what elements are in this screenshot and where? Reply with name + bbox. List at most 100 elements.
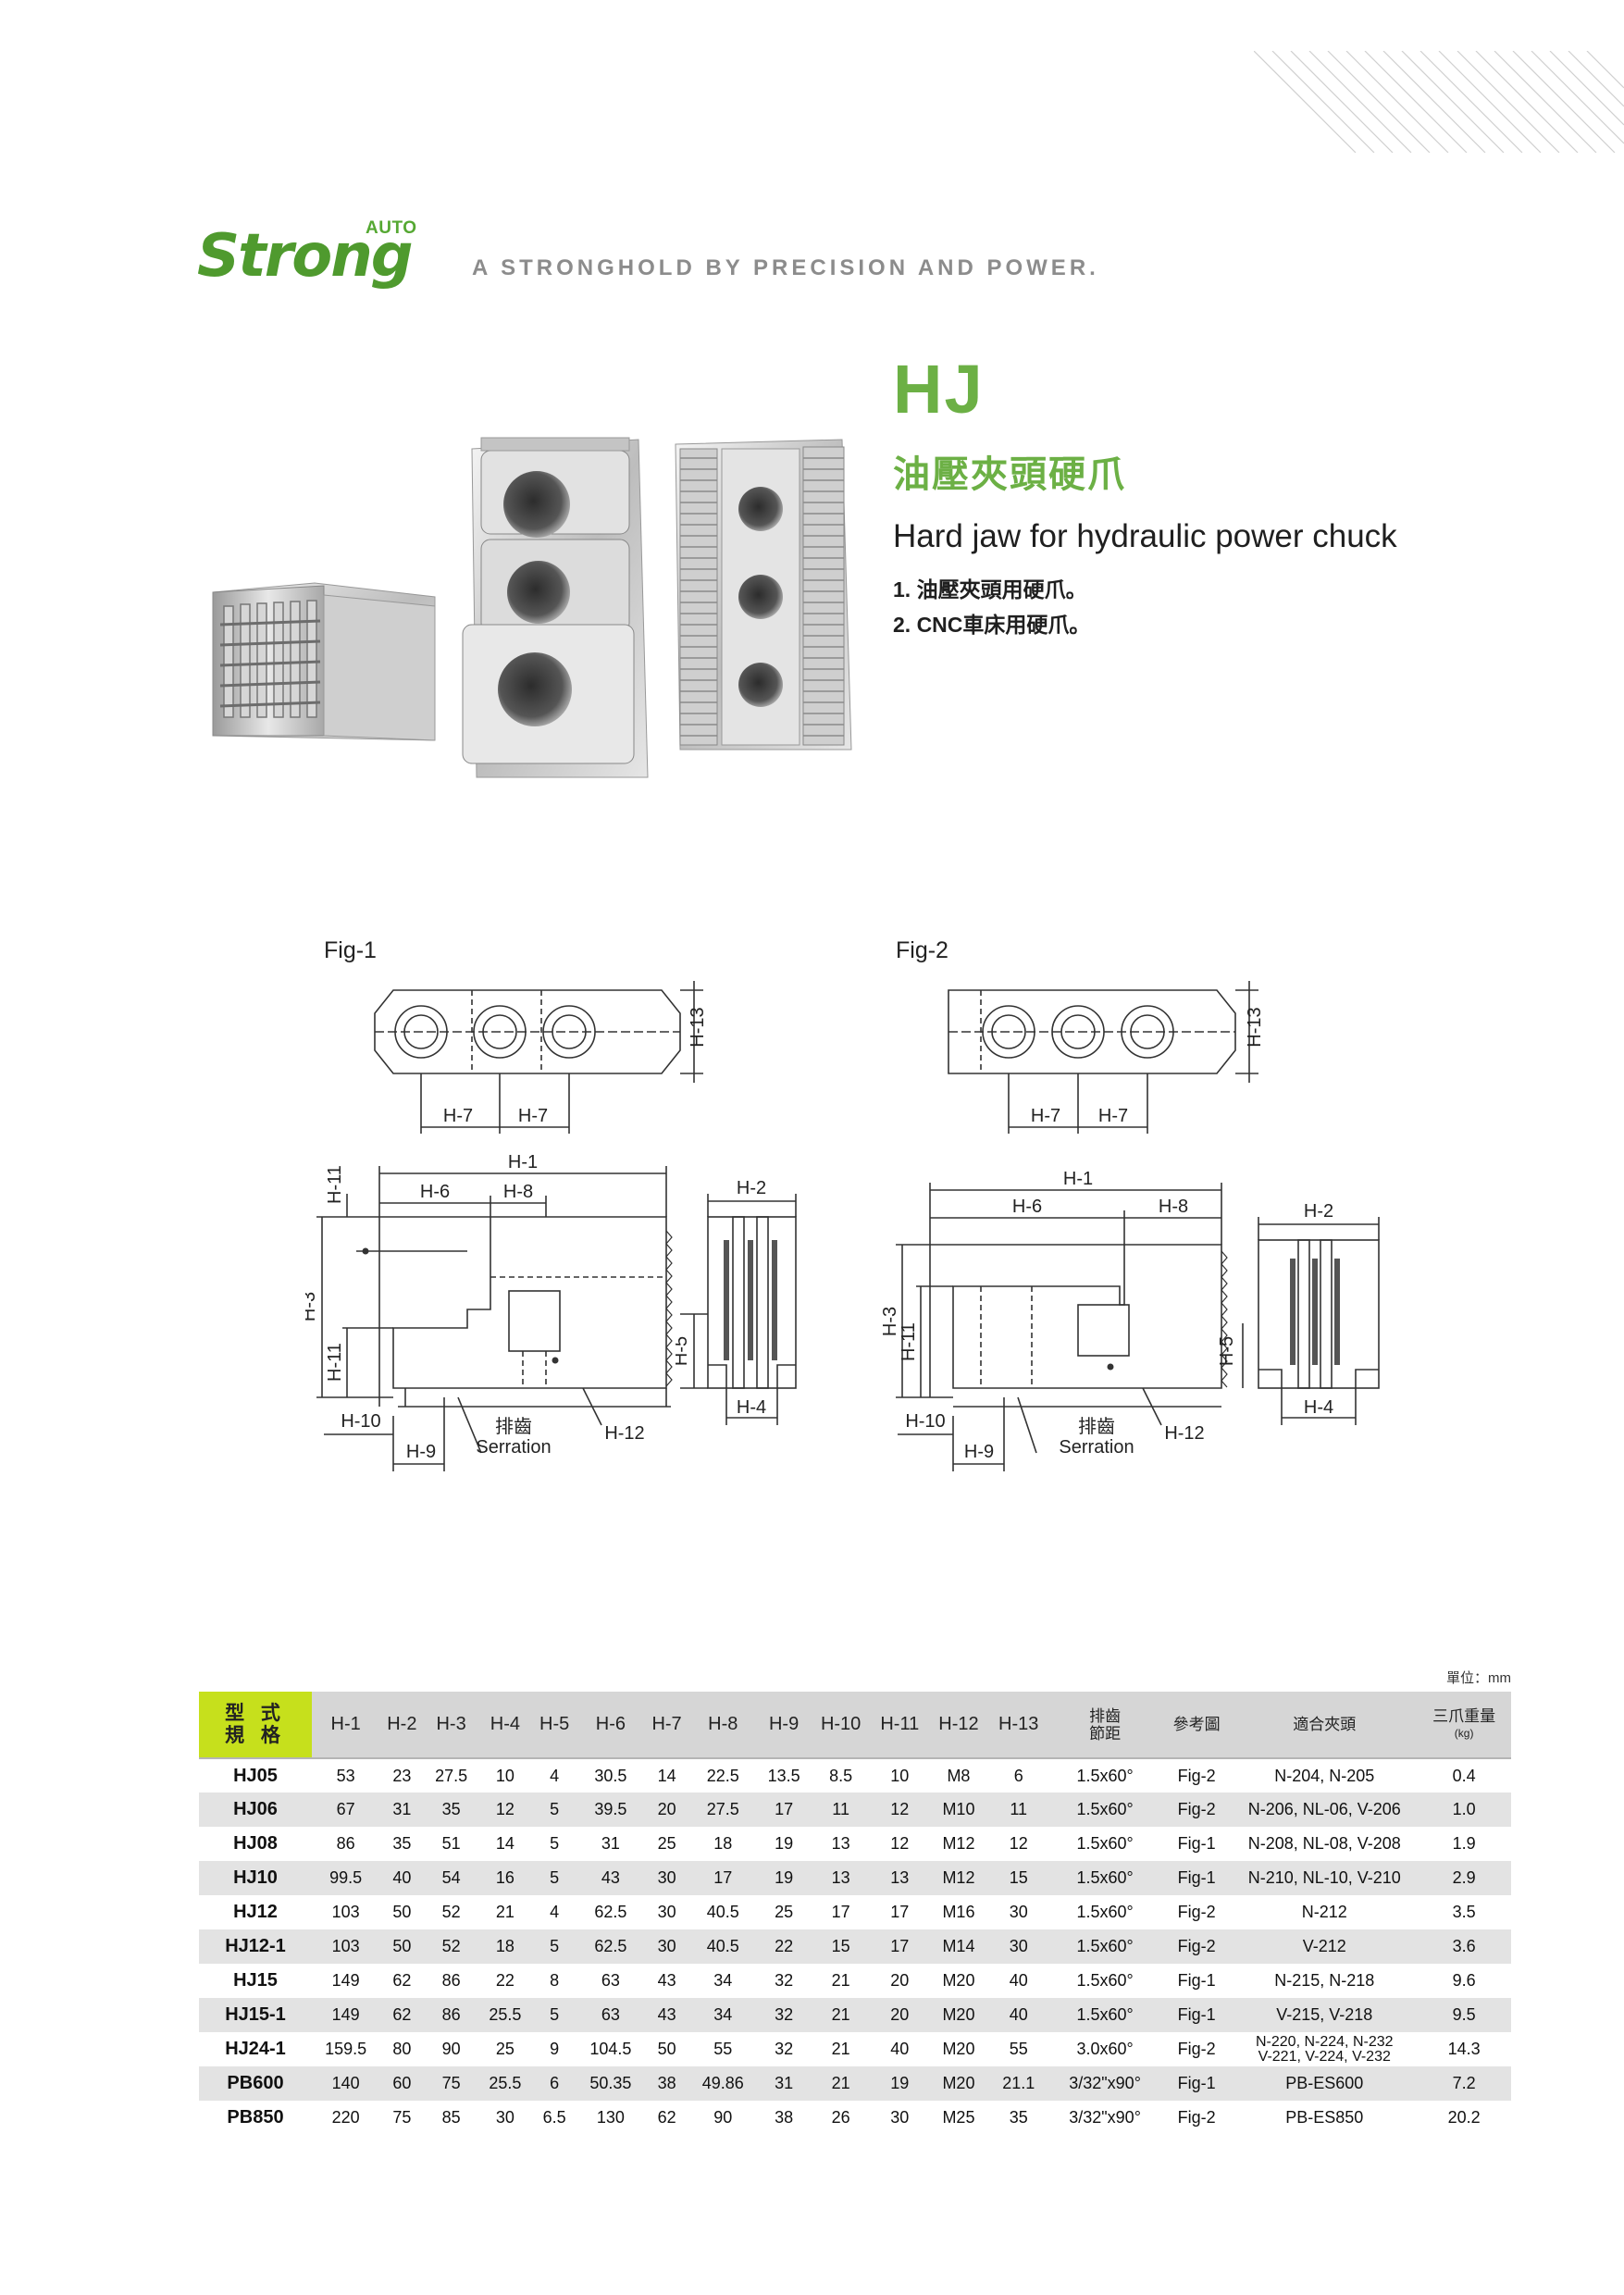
fig2-dim-h5: H-5 — [1220, 1336, 1237, 1366]
table-cell: 51 — [441, 1834, 461, 1853]
header-pitch-l1: 排齒 — [1089, 1706, 1122, 1725]
table-cell: 34 — [713, 1971, 733, 1990]
table-cell: 14.3 — [1447, 2040, 1481, 2058]
table-cell: Fig-1 — [1161, 2066, 1233, 2101]
header-h9: H-9 — [756, 1692, 812, 1759]
brand-tagline: A STRONGHOLD BY PRECISION AND POWER. — [472, 255, 1099, 280]
table-cell: 2.9 — [1417, 1861, 1511, 1895]
table-cell: 3.5 — [1452, 1903, 1476, 1921]
table-cell: 5 — [532, 1998, 577, 2032]
table-cell: 1.5x60° — [1076, 1903, 1134, 1921]
table-cell: Fig-2 — [1161, 1929, 1233, 1964]
table-cell: 60 — [379, 2066, 425, 2101]
table-cell: 25.5 — [477, 2066, 533, 2101]
fig1-serration-cn: 排齒 — [495, 1416, 532, 1437]
fig2-dim-h9: H-9 — [964, 1442, 994, 1462]
table-cell: 10 — [890, 1766, 910, 1785]
table-cell: 220 — [331, 2108, 360, 2127]
table-cell: 85 — [441, 2108, 461, 2127]
table-cell: 21.1 — [988, 2066, 1049, 2101]
table-cell: 90 — [713, 2108, 733, 2127]
table-cell: 30 — [495, 2108, 514, 2127]
table-cell: 3/32"x90° — [1048, 2066, 1162, 2101]
table-cell: 19 — [756, 1861, 812, 1895]
table-cell: 31 — [601, 1834, 620, 1853]
fig2-dim-h3: H-3 — [880, 1307, 900, 1336]
fig1-dim-h3: H-3 — [305, 1292, 319, 1321]
table-cell: 75 — [424, 2066, 478, 2101]
table-cell: V-215, V-218 — [1232, 1998, 1418, 2032]
table-cell: 21 — [495, 1903, 514, 1921]
table-cell: 1.5x60° — [1048, 1793, 1162, 1827]
table-cell: 25.5 — [477, 1998, 533, 2032]
table-cell: 0.4 — [1452, 1766, 1476, 1785]
table-cell: 43 — [657, 1971, 676, 1990]
cell-model: PB850 — [227, 2107, 284, 2128]
table-cell: 6.5 — [542, 2108, 566, 2127]
table-cell: N-212 — [1301, 1903, 1347, 1921]
product-title-cn: 油壓夾頭硬爪 — [893, 454, 1126, 495]
table-cell: 8 — [550, 1971, 560, 1990]
product-code: HJ — [893, 351, 985, 428]
table-cell: M14 — [928, 1929, 989, 1964]
table-cell: Fig-1 — [1177, 1971, 1216, 1990]
table-cell: 26 — [831, 2108, 850, 2127]
table-cell: 22 — [756, 1929, 812, 1964]
feature-list: 1. 油壓夾頭用硬爪。 2. CNC車床用硬爪。 — [893, 572, 1090, 642]
table-cell: 52 — [441, 1903, 461, 1921]
table-cell: 6 — [532, 2066, 577, 2101]
table-cell: 1.5x60° — [1076, 1971, 1134, 1990]
fig2-dim-h4: H-4 — [1304, 1397, 1333, 1418]
table-cell: 43 — [576, 1861, 645, 1895]
table-cell: 5 — [550, 1834, 560, 1853]
table-cell: 62.5 — [576, 1929, 645, 1964]
table-cell: N-210, NL-10, V-210 — [1232, 1861, 1418, 1895]
cell-model: PB600 — [199, 2066, 312, 2101]
table-cell: M12 — [928, 1861, 989, 1895]
fig1-dim-h1: H-1 — [508, 1152, 538, 1172]
cell-model: HJ08 — [233, 1833, 278, 1854]
table-cell: 50.35 — [576, 2066, 645, 2101]
table-cell: 1.5x60° — [1048, 1861, 1162, 1895]
table-cell: 39.5 — [576, 1793, 645, 1827]
fig1-dim-h5: H-5 — [676, 1336, 691, 1366]
feature-item: 1. 油壓夾頭用硬爪。 — [893, 577, 1087, 602]
header-h13: H-13 — [988, 1692, 1049, 1759]
table-cell: 20 — [890, 1971, 910, 1990]
table-cell: Fig-2 — [1161, 1793, 1233, 1827]
table-cell: 67 — [312, 1793, 380, 1827]
fig1-dim-h8: H-8 — [503, 1182, 533, 1202]
table-cell: 17 — [831, 1903, 850, 1921]
table-cell: 140 — [312, 2066, 380, 2101]
fig2-dim-h13: H-13 — [1245, 1007, 1265, 1047]
table-cell: 30 — [890, 2108, 910, 2127]
header-pitch: 排齒 節距 — [1048, 1692, 1162, 1759]
table-cell: Fig-2 — [1177, 1766, 1216, 1785]
table-cell: 5 — [532, 1793, 577, 1827]
fig1-dim-h2: H-2 — [737, 1178, 766, 1198]
table-cell: Fig-2 — [1177, 1903, 1216, 1921]
fig2-dim-h6: H-6 — [1012, 1197, 1042, 1217]
table-cell: 25 — [657, 1834, 676, 1853]
table-cell: 34 — [688, 1998, 757, 2032]
table-cell: 8.5 — [829, 1766, 853, 1785]
table-cell: M20 — [942, 2040, 975, 2058]
table-cell: Fig-1 — [1177, 1834, 1216, 1853]
header-weight: 三爪重量 (kg) — [1417, 1692, 1511, 1759]
table-cell: 3/32"x90° — [1069, 2108, 1141, 2127]
table-cell: 86 — [424, 1998, 478, 2032]
table-cell: 63 — [576, 1998, 645, 2032]
table-cell: 14 — [495, 1834, 514, 1853]
table-cell: PB-ES850 — [1285, 2108, 1364, 2127]
header-weight-label: 三爪重量 — [1432, 1706, 1496, 1725]
fig2-serration-cn: 排齒 — [1078, 1416, 1115, 1437]
table-cell: 22 — [495, 1971, 514, 1990]
table-header-row: 型 式 規 格 H-1 H-2 H-3 H-4 H-5 H-6 H-7 H-8 … — [199, 1692, 1511, 1759]
table-cell: N-215, N-218 — [1274, 1971, 1375, 1990]
table-cell: 52 — [424, 1929, 478, 1964]
fig2-dim-h8: H-8 — [1159, 1197, 1188, 1217]
